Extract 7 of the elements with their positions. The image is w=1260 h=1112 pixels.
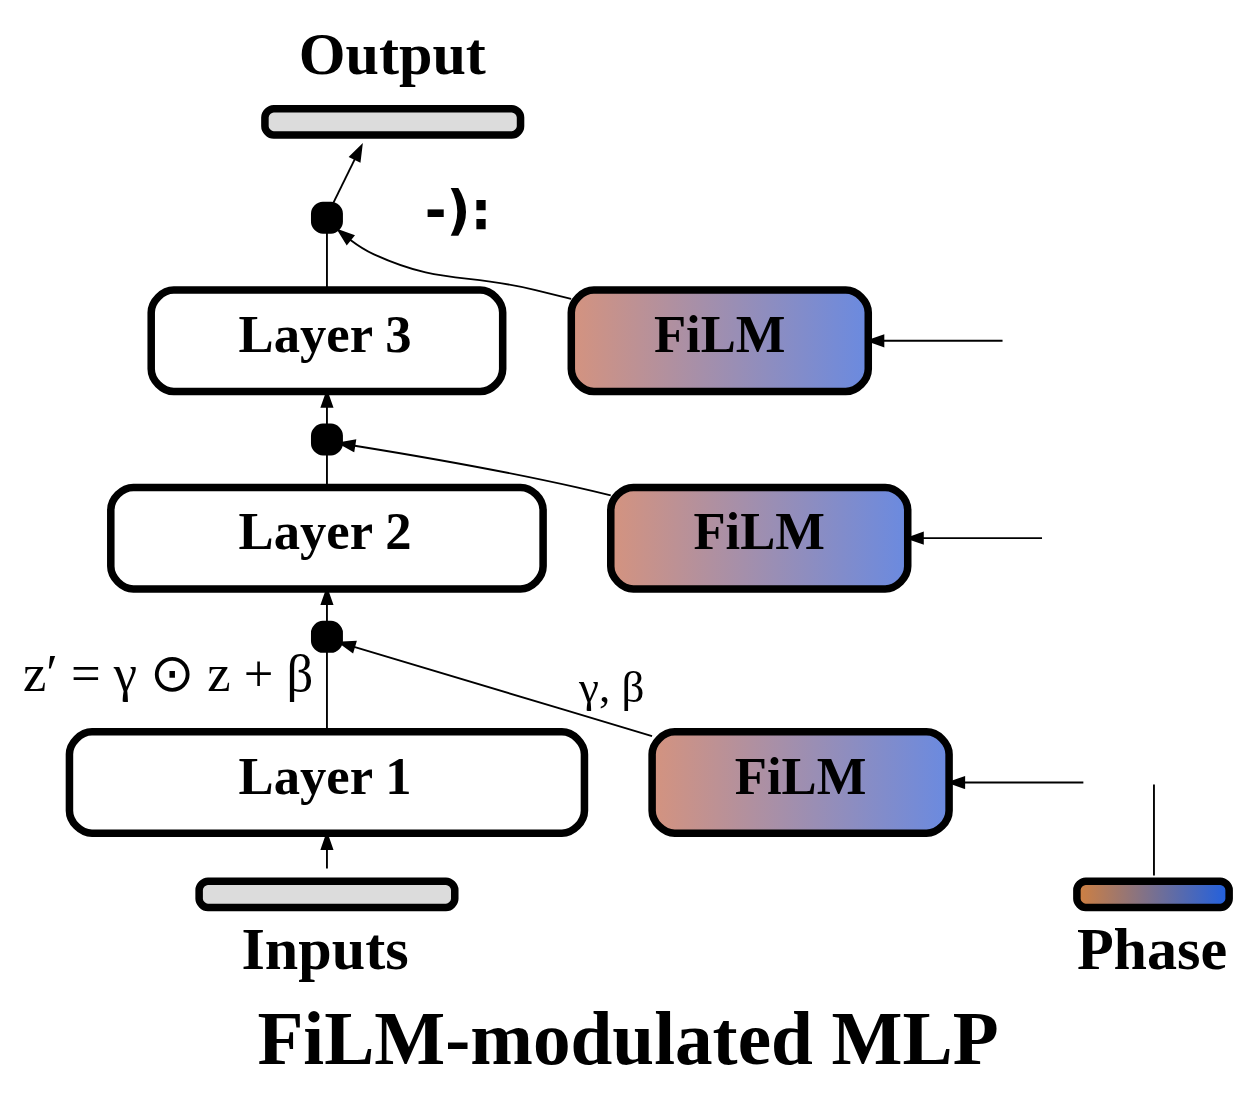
node-label: Output <box>298 20 486 88</box>
label: -): <box>424 179 492 241</box>
node-label: Inputs <box>240 914 409 982</box>
node-label: Phase <box>1076 914 1227 982</box>
edge-label: γ, β <box>578 662 644 713</box>
node-label: z′ = γ ⊙ z + β <box>22 644 313 703</box>
caption: FiLM-modulated MLP <box>256 997 999 1081</box>
